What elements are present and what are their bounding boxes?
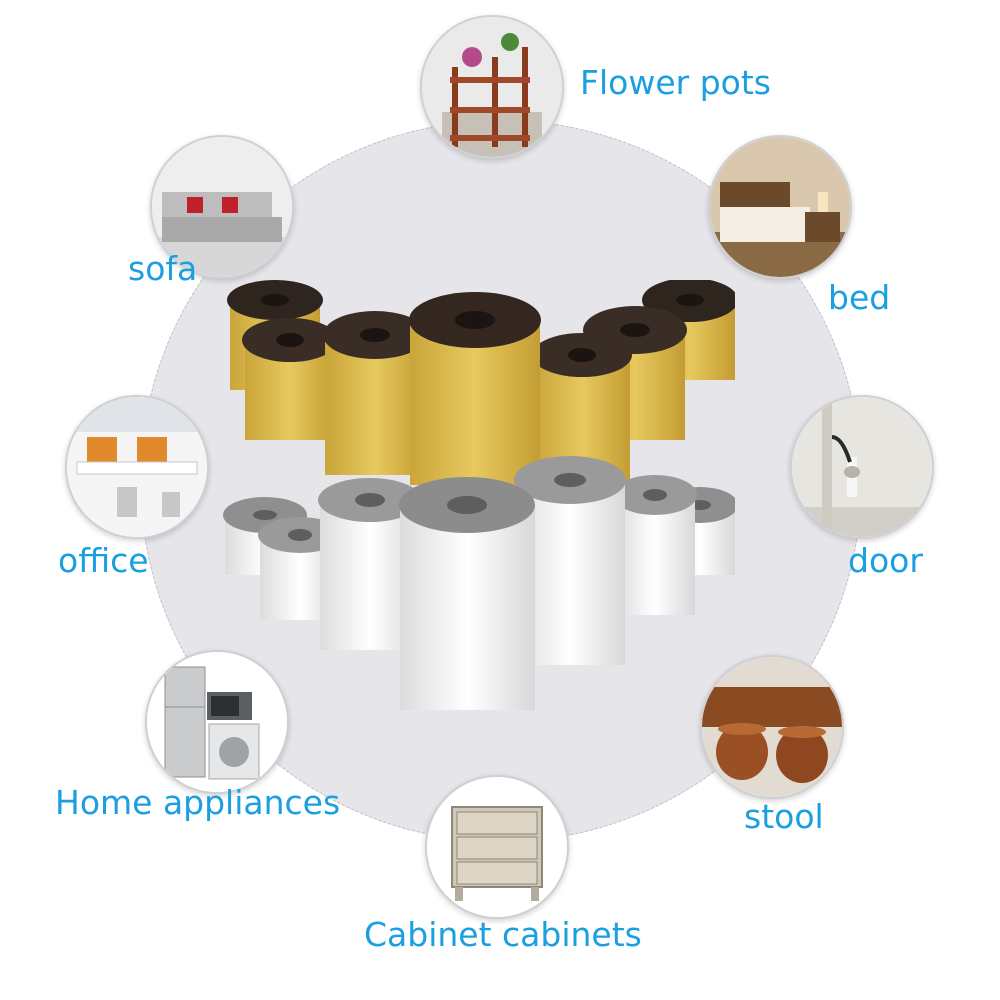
cabinet-thumb xyxy=(425,775,569,919)
office-thumb xyxy=(65,395,209,539)
home-appliances-label: Home appliances xyxy=(55,783,341,822)
flower-pots-thumb xyxy=(420,15,564,159)
door-label: door xyxy=(848,541,923,580)
bed-thumb xyxy=(708,135,852,279)
door-stopper-icon xyxy=(792,397,932,537)
nightstand-icon xyxy=(427,777,567,917)
home-appliances-thumb xyxy=(145,650,289,794)
sofa-label: sofa xyxy=(128,249,198,288)
product-rolls-image xyxy=(215,280,735,720)
bed-label: bed xyxy=(828,278,891,317)
plant-shelf-icon xyxy=(422,17,562,157)
bedroom-icon xyxy=(710,137,850,277)
fridge-microwave-washer-icon xyxy=(147,652,287,792)
office-label: office xyxy=(58,541,149,580)
wooden-stools-icon xyxy=(702,657,842,797)
stool-label: stool xyxy=(744,797,824,836)
cabinet-label: Cabinet cabinets xyxy=(364,915,642,954)
door-thumb xyxy=(790,395,934,539)
stool-thumb xyxy=(700,655,844,799)
office-desks-icon xyxy=(67,397,207,537)
foam-felt-rolls-icon xyxy=(223,280,735,710)
flower-pots-label: Flower pots xyxy=(580,63,771,102)
